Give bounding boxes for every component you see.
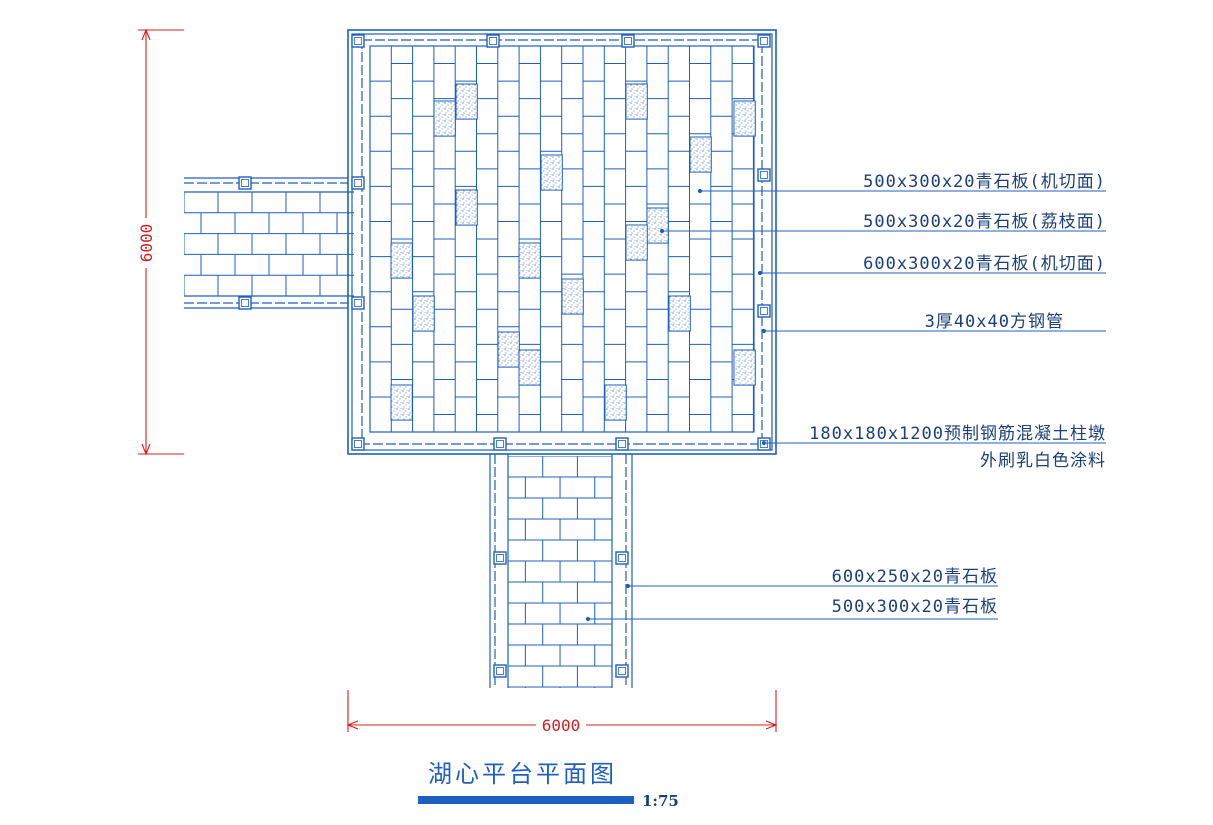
steel-tube-core [496,554,504,562]
callout-steel-tube: 3厚40x40方钢管 [925,312,1064,332]
lychee-stone [625,224,648,261]
leader-lines [585,188,1106,622]
steel-tube-core [489,37,497,45]
steel-tube-core [496,440,504,448]
lychee-finish-stones [390,83,756,421]
steel-tube-core [618,440,626,448]
platform-outer-edge [347,29,777,455]
steel-tube-core [354,37,362,45]
steel-tube-core [241,179,249,187]
lychee-stone [668,295,691,332]
steel-tube-core [760,37,768,45]
main-paving-grid [370,46,754,432]
callout-pier-line1: 180x180x1200预制钢筋混凝土柱墩 [809,424,1106,444]
lychee-stone [455,83,478,120]
horizontal-dimension-value: 6000 [542,716,581,735]
south-paving-grid [508,456,612,688]
lychee-stone [390,384,413,421]
lychee-stone [497,331,520,368]
drawing-title: 湖心平台平面图 [428,760,617,788]
callout-machine-cut-500: 500x300x20青石板(机切面) [863,172,1106,192]
callout-lychee-500: 500x300x20青石板(荔枝面) [863,212,1106,232]
steel-tube-core [618,667,626,675]
lychee-stone [604,384,627,421]
steel-tube-core [496,667,504,675]
callout-walk-600: 600x250x20青石板 [832,567,998,587]
concrete-piers [238,34,771,678]
steel-tube-core [354,179,362,187]
drawing-scale: 1:75 [642,792,679,810]
lychee-stone [390,242,413,279]
west-walkway [184,177,354,309]
steel-tube-core [354,299,362,307]
platform-frame-line-2 [351,33,773,451]
steel-tube-core [760,171,768,179]
lychee-stone [540,154,563,191]
steel-tube-core [354,440,362,448]
lychee-stone [733,100,756,137]
callout-labels: 500x300x20青石板(机切面) 500x300x20青石板(荔枝面) 60… [809,172,1106,617]
steel-tube-core [618,554,626,562]
lychee-stone [412,295,435,332]
callout-pier-line2: 外刷乳白色涂料 [980,451,1106,471]
west-paving-grid [184,192,354,296]
lychee-stone [733,349,756,386]
lychee-stone [646,207,669,244]
lychee-stone [433,100,456,137]
lychee-stone [561,278,584,315]
lychee-stone [625,83,648,120]
lychee-stone [689,136,712,173]
lychee-stone [455,189,478,226]
steel-tube-core [624,37,632,45]
callout-machine-cut-600: 600x300x20青石板(机切面) [863,254,1106,274]
title-underline [418,796,634,804]
callout-walk-500: 500x300x20青石板 [832,597,998,617]
platform-frame-line-3 [361,39,763,445]
steel-tube-core [760,307,768,315]
vertical-dimension-value: 6000 [137,224,156,263]
lychee-stone [518,349,541,386]
south-walkway [489,454,633,688]
main-platform [347,29,777,455]
lychee-stone [518,242,541,279]
steel-tube-core [241,299,249,307]
